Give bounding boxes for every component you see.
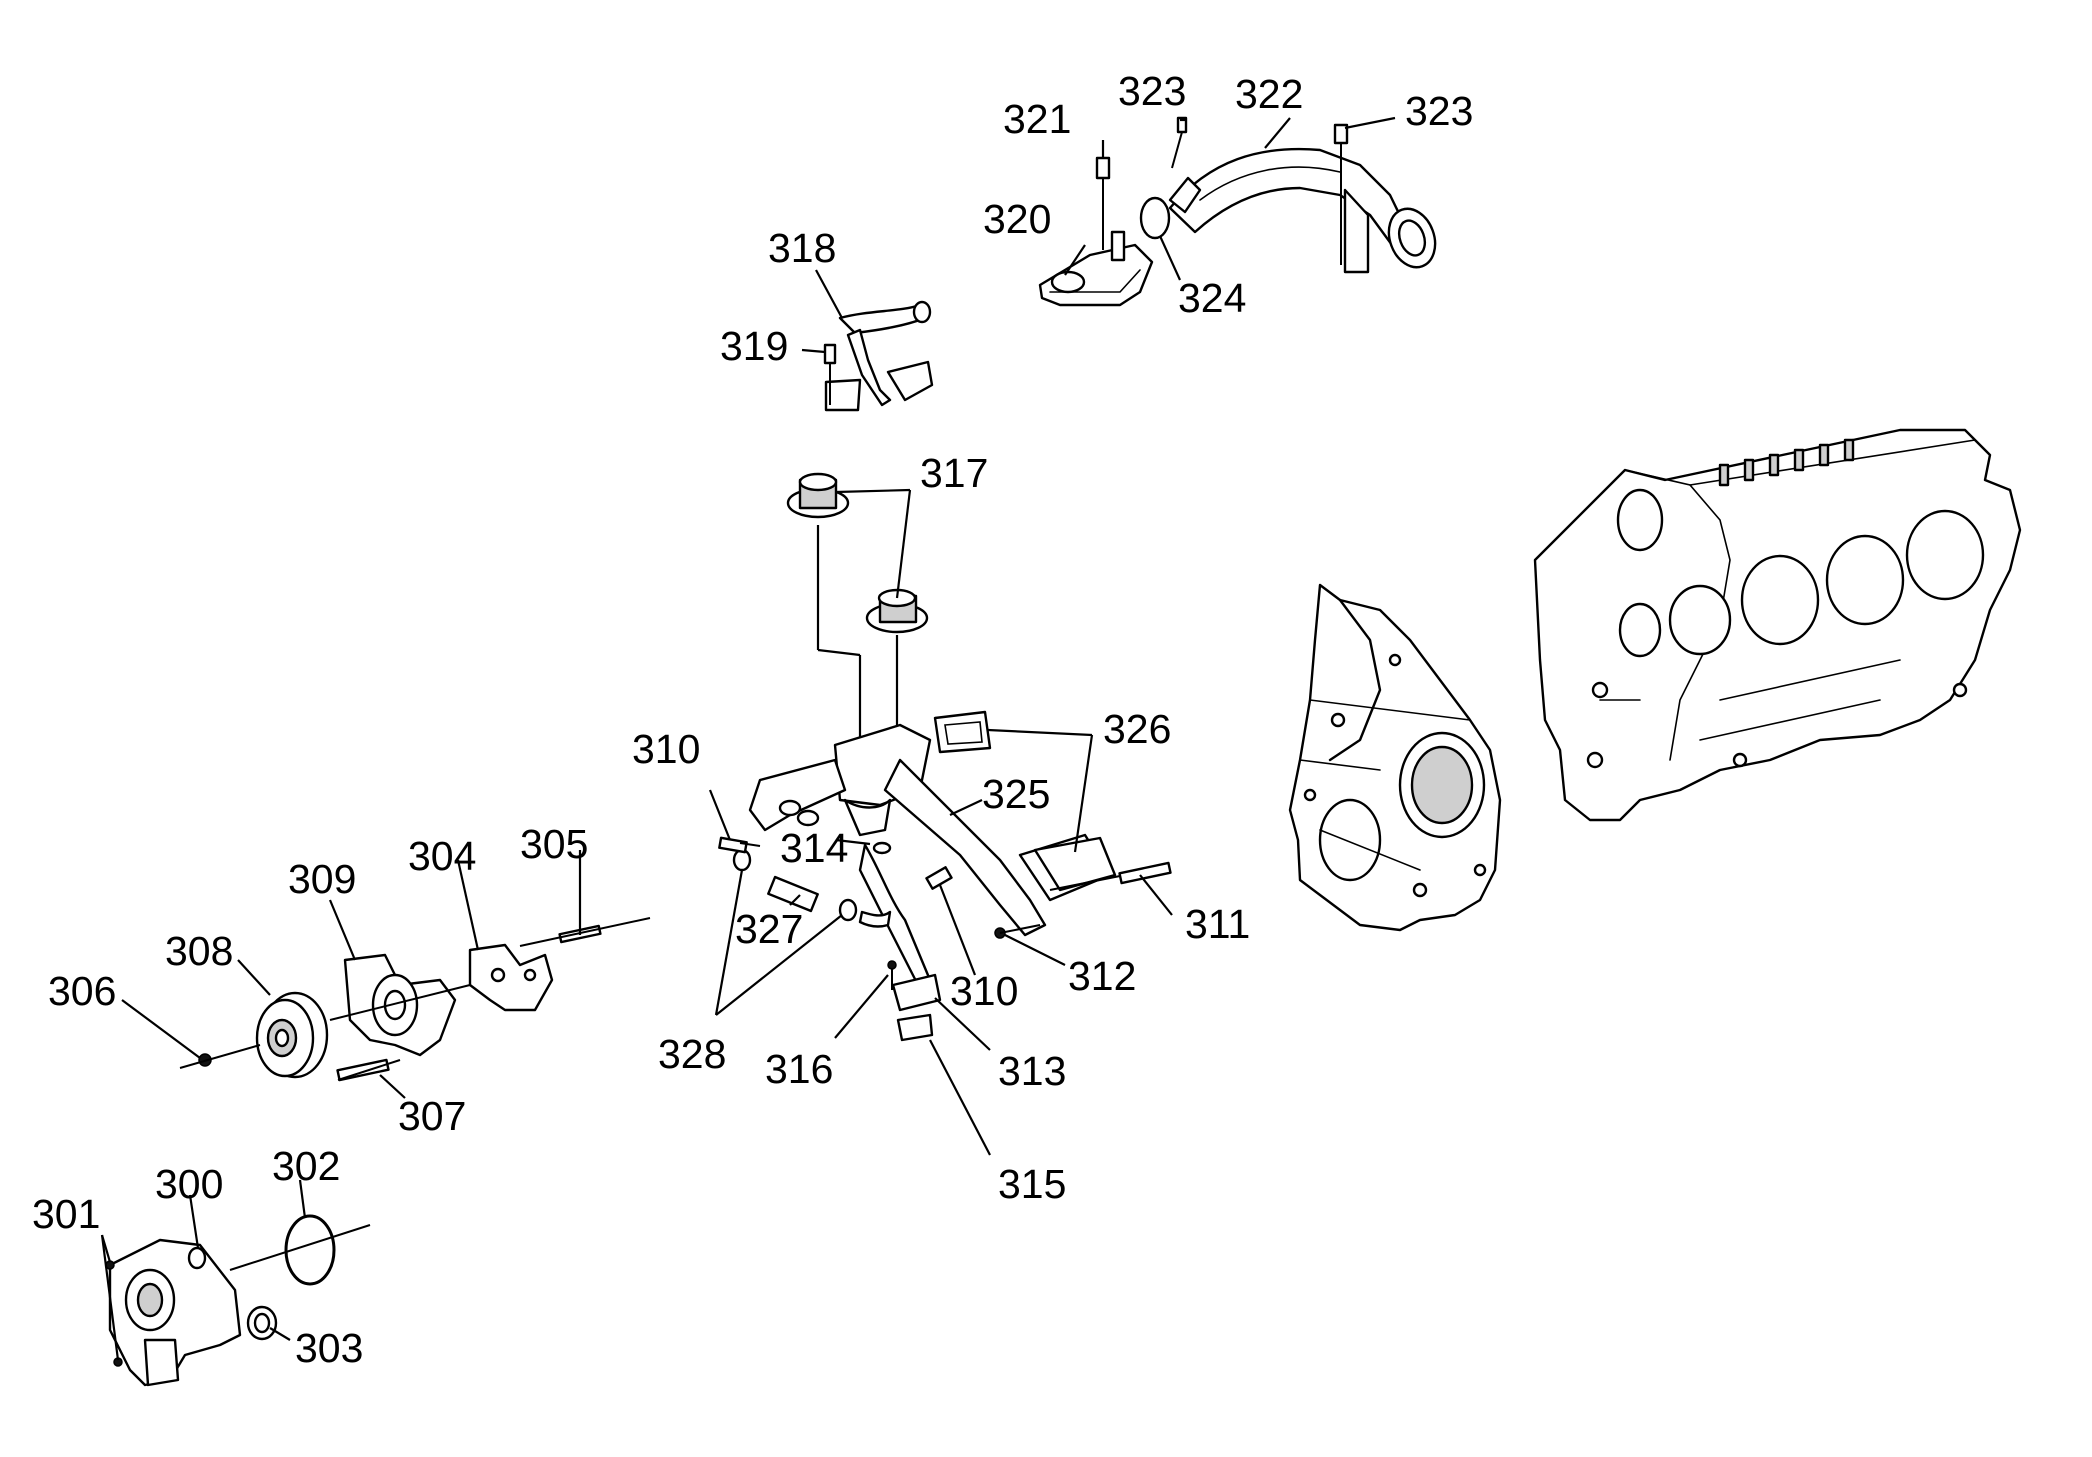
callout-309: 309 bbox=[288, 856, 356, 902]
callout-307: 307 bbox=[398, 1093, 466, 1139]
part-326-gaskets bbox=[933, 710, 1117, 892]
part-309-water-pump bbox=[329, 953, 471, 1057]
part-319-bolt bbox=[823, 343, 837, 405]
part-307-bolt bbox=[336, 1058, 401, 1082]
part-314-hose bbox=[858, 841, 942, 1042]
callout-303: 303 bbox=[295, 1325, 363, 1371]
part-302-oring bbox=[229, 1214, 371, 1286]
callout-324: 324 bbox=[1178, 275, 1246, 321]
part-300-water-inlet bbox=[108, 1238, 242, 1387]
callout-305: 305 bbox=[520, 821, 588, 867]
callout-326: 326 bbox=[1103, 706, 1171, 752]
callout-323-top-left: 323 bbox=[1118, 68, 1186, 114]
part-304-bracket bbox=[468, 943, 554, 1012]
callout-313: 313 bbox=[998, 1048, 1066, 1094]
callout-308: 308 bbox=[165, 928, 233, 974]
callout-318: 318 bbox=[768, 225, 836, 271]
part-308-pulley bbox=[255, 991, 329, 1079]
callout-317: 317 bbox=[920, 450, 988, 496]
part-325-water-manifold bbox=[748, 723, 1112, 937]
callout-306: 306 bbox=[48, 968, 116, 1014]
callout-328: 328 bbox=[658, 1031, 726, 1077]
part-303-seal bbox=[246, 1305, 278, 1341]
part-327-pipe bbox=[767, 875, 819, 913]
part-324-seal bbox=[1139, 196, 1171, 240]
callout-321: 321 bbox=[1003, 96, 1071, 142]
part-320-thermostat-housing bbox=[1038, 230, 1154, 307]
callout-labels: 321 323 322 323 320 324 318 319 317 326 … bbox=[32, 68, 1473, 1371]
callout-302: 302 bbox=[272, 1143, 340, 1189]
callout-314: 314 bbox=[780, 825, 848, 871]
part-322-coolant-pipe bbox=[1168, 147, 1437, 274]
part-321-bolt bbox=[1095, 156, 1111, 250]
part-312-bolt bbox=[994, 924, 1041, 939]
part-305-stud bbox=[519, 917, 651, 947]
callout-323-top-right: 323 bbox=[1405, 88, 1473, 134]
callout-327: 327 bbox=[735, 906, 803, 952]
callout-312: 312 bbox=[1068, 953, 1136, 999]
callout-319: 319 bbox=[720, 323, 788, 369]
callout-304: 304 bbox=[408, 833, 476, 879]
callout-310-lower: 310 bbox=[950, 968, 1018, 1014]
callout-310-upper: 310 bbox=[632, 726, 700, 772]
callout-320: 320 bbox=[983, 196, 1051, 242]
callout-301: 301 bbox=[32, 1191, 100, 1237]
leader-lines bbox=[100, 116, 1396, 1361]
callout-311: 311 bbox=[1185, 901, 1250, 947]
callout-322: 322 bbox=[1235, 71, 1303, 117]
part-310-bolts bbox=[718, 836, 953, 890]
callout-325: 325 bbox=[982, 771, 1050, 817]
part-316-clip bbox=[887, 960, 897, 990]
part-306-nut bbox=[179, 1044, 261, 1069]
callout-315: 315 bbox=[998, 1161, 1066, 1207]
part-323-bolts bbox=[1171, 116, 1349, 265]
part-318-bypass-pipe bbox=[824, 300, 934, 412]
callout-300: 300 bbox=[155, 1161, 223, 1207]
engine-block bbox=[1533, 428, 2022, 822]
part-301-bolts bbox=[105, 1260, 123, 1367]
callout-316: 316 bbox=[765, 1046, 833, 1092]
front-engine-cover bbox=[1288, 583, 1502, 932]
part-311-stud bbox=[1049, 861, 1172, 891]
